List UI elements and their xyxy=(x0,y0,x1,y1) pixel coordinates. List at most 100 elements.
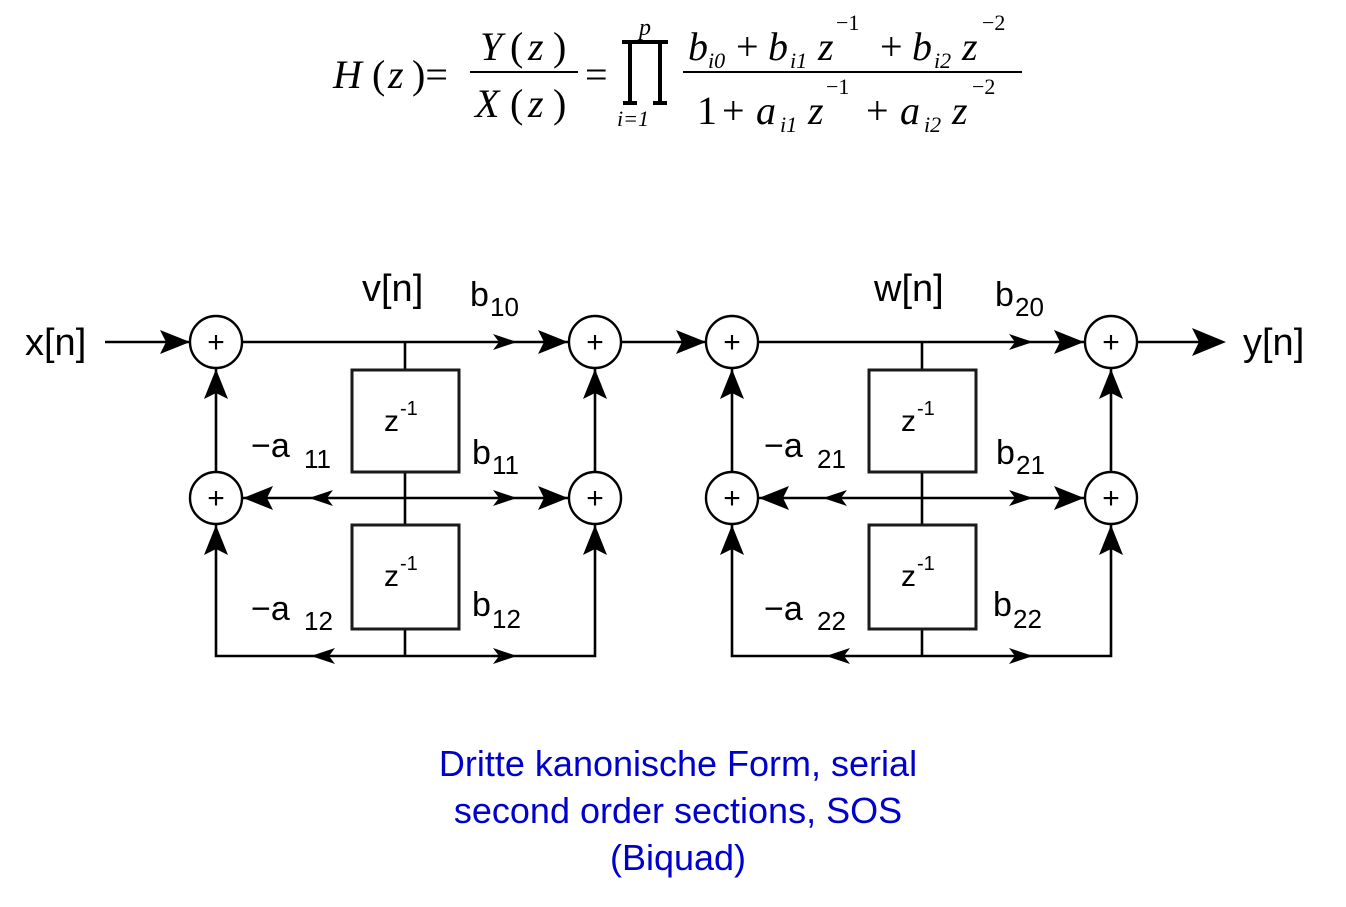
coef-a22: −a 22 xyxy=(764,590,846,636)
svg-text:b: b xyxy=(993,586,1012,624)
adder-1-mid-left: + xyxy=(188,470,244,526)
coef-a12: −a 12 xyxy=(251,590,333,636)
delay-element-2a: z -1 xyxy=(867,368,978,474)
svg-text:b: b xyxy=(768,24,788,69)
svg-text:−1: −1 xyxy=(826,74,849,99)
product-lower-limit: i=1 xyxy=(617,106,649,131)
svg-text:10: 10 xyxy=(490,292,519,322)
state-label-w: w[n] xyxy=(873,268,944,310)
svg-text:): ) xyxy=(553,81,566,126)
svg-text:z: z xyxy=(817,24,834,69)
adder-1-mid-right: + xyxy=(567,470,623,526)
svg-text:−a: −a xyxy=(251,590,290,628)
coef-b11: b 11 xyxy=(472,434,519,480)
formula-denominator: 1 + a i1 z −1 + a i2 z −2 xyxy=(697,74,995,137)
svg-text:z: z xyxy=(901,560,916,593)
svg-text:z: z xyxy=(807,88,824,133)
caption-line-3: (Biquad) xyxy=(609,837,747,878)
coef-b21: b 21 xyxy=(996,434,1045,480)
svg-text:12: 12 xyxy=(492,604,521,634)
svg-text:): ) xyxy=(553,24,566,69)
svg-text:-1: -1 xyxy=(400,553,418,575)
svg-text:z: z xyxy=(527,81,544,126)
svg-text:a: a xyxy=(900,88,920,133)
svg-text:1: 1 xyxy=(697,88,717,133)
svg-text:−2: −2 xyxy=(982,10,1005,35)
svg-text:b: b xyxy=(912,24,932,69)
svg-text:(: ( xyxy=(372,52,385,97)
svg-text:b: b xyxy=(996,434,1015,472)
svg-text:−1: −1 xyxy=(836,10,859,35)
coef-b22: b 22 xyxy=(993,586,1042,634)
caption-line-1: Dritte kanonische Form, serial xyxy=(438,743,918,784)
svg-text:i1: i1 xyxy=(790,48,807,73)
figure-caption: Dritte kanonische Form, serial second or… xyxy=(323,740,1033,881)
coef-b20: b 20 xyxy=(995,276,1044,322)
svg-text:+: + xyxy=(722,88,745,133)
delay-element-1b: z -1 xyxy=(350,523,461,631)
adder-2-top-right: + xyxy=(1083,314,1139,370)
svg-text:21: 21 xyxy=(817,444,846,474)
svg-text:+: + xyxy=(586,326,604,359)
adder-2-top-left: + xyxy=(704,314,760,370)
formula-numerator: b i0 + b i1 z −1 + b i2 z −2 xyxy=(688,10,1005,73)
svg-text:a: a xyxy=(756,88,776,133)
svg-text:b: b xyxy=(995,276,1014,314)
formula-den-symbol: X xyxy=(473,81,501,126)
formula-num-symbol: Y xyxy=(480,24,506,69)
svg-text:−a: −a xyxy=(251,427,290,465)
input-signal-label: x[n] xyxy=(25,322,86,364)
svg-text:−2: −2 xyxy=(972,74,995,99)
svg-text:b: b xyxy=(472,434,491,472)
svg-text:+: + xyxy=(736,24,759,69)
svg-text:-1: -1 xyxy=(400,398,418,420)
svg-text:-1: -1 xyxy=(917,398,935,420)
svg-text:+: + xyxy=(1102,482,1120,515)
svg-text:=: = xyxy=(585,52,608,97)
delay-element-2b: z -1 xyxy=(867,523,978,631)
svg-text:i2: i2 xyxy=(934,48,951,73)
svg-text:i0: i0 xyxy=(708,48,725,73)
arrowheads xyxy=(160,328,1226,664)
coef-a21: −a 21 xyxy=(764,427,846,474)
svg-text:(: ( xyxy=(510,24,523,69)
svg-text:z: z xyxy=(961,24,978,69)
caption-line-2: second order sections, SOS xyxy=(453,790,903,831)
svg-text:(: ( xyxy=(510,81,523,126)
svg-text:+: + xyxy=(586,482,604,515)
svg-text:+: + xyxy=(866,88,889,133)
svg-text:i1: i1 xyxy=(780,112,797,137)
output-signal-label: y[n] xyxy=(1243,322,1304,364)
svg-text:i2: i2 xyxy=(924,112,941,137)
svg-text:z: z xyxy=(387,52,404,97)
svg-text:z: z xyxy=(384,405,399,438)
svg-text:-1: -1 xyxy=(917,553,935,575)
svg-text:z: z xyxy=(384,560,399,593)
svg-text:+: + xyxy=(880,24,903,69)
svg-text:20: 20 xyxy=(1015,292,1044,322)
svg-text:z: z xyxy=(527,24,544,69)
coef-b10: b 10 xyxy=(470,276,519,322)
adder-1-top-right: + xyxy=(567,314,623,370)
svg-text:11: 11 xyxy=(492,450,519,480)
svg-text:)=: )= xyxy=(412,52,448,97)
svg-text:22: 22 xyxy=(1013,604,1042,634)
svg-text:b: b xyxy=(688,24,708,69)
svg-text:b: b xyxy=(470,276,489,314)
svg-text:21: 21 xyxy=(1016,450,1045,480)
formula-lhs: H xyxy=(332,52,364,97)
svg-text:+: + xyxy=(207,482,225,515)
state-label-v: v[n] xyxy=(362,268,423,310)
adder-2-mid-right: + xyxy=(1083,470,1139,526)
delay-element-1a: z -1 xyxy=(350,368,461,474)
product-upper-limit: p xyxy=(637,15,651,41)
svg-text:−a: −a xyxy=(764,427,803,465)
svg-text:b: b xyxy=(472,586,491,624)
svg-text:+: + xyxy=(207,326,225,359)
svg-text:z: z xyxy=(901,405,916,438)
coef-b12: b 12 xyxy=(472,586,521,634)
svg-text:+: + xyxy=(723,482,741,515)
svg-text:z: z xyxy=(951,88,968,133)
svg-text:11: 11 xyxy=(304,444,331,474)
